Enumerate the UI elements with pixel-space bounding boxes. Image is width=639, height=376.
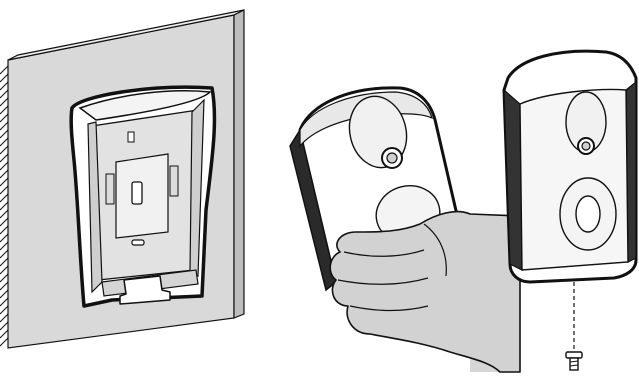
unit-camera-eye-inner: [387, 153, 397, 163]
mounted-camera-eye-inner: [582, 142, 590, 150]
bracket-lower-slot: [132, 240, 144, 245]
step-3-mounted-unit: [504, 51, 636, 370]
bracket-top-slot: [128, 132, 134, 142]
step-1-bracket-on-wall: [0, 10, 244, 348]
bracket-keyhole-slot: [132, 182, 142, 204]
wall-hatching: [0, 66, 8, 346]
bracket-right-tab: [170, 166, 178, 196]
screw-icon: [566, 352, 582, 370]
hand-holding-unit: [330, 212, 520, 372]
step-2-attach-unit: [290, 88, 520, 372]
bracket-left-tab: [106, 174, 114, 204]
wall-right-edge: [234, 10, 244, 318]
mounted-speaker-inner: [576, 196, 600, 232]
